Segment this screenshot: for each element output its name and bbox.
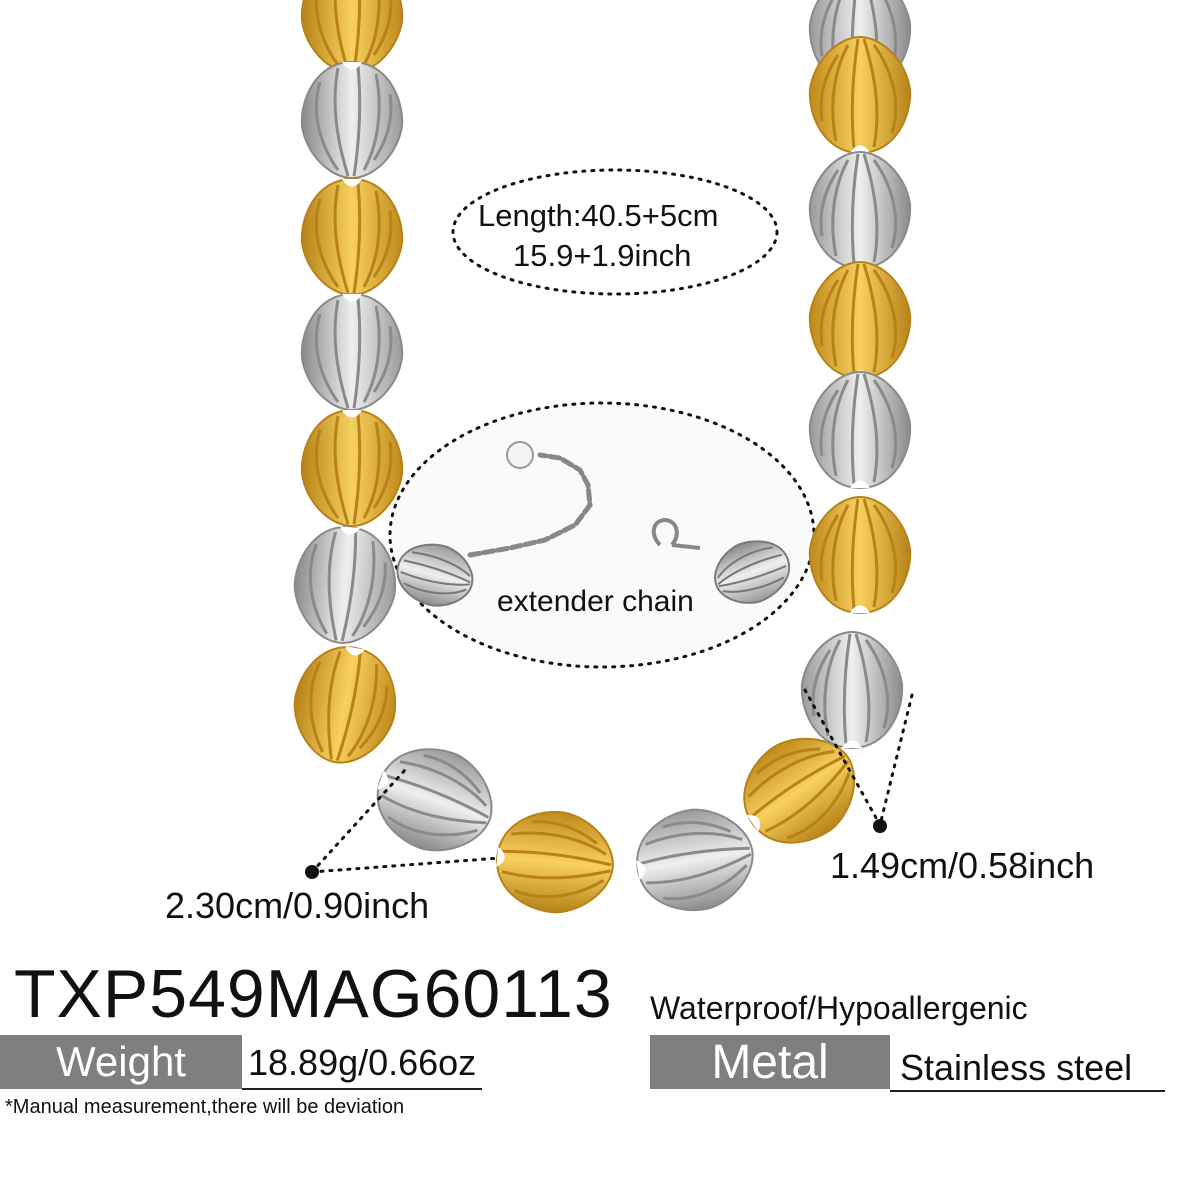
gold-link <box>743 737 856 844</box>
weight-underline <box>242 1088 482 1090</box>
width-dimension-marker <box>305 768 502 879</box>
gold-link <box>808 260 912 380</box>
extender-ellipse <box>388 401 816 669</box>
gold-link <box>496 810 614 914</box>
weight-label: Weight <box>0 1035 242 1089</box>
gold-link <box>808 495 912 615</box>
silver-link <box>636 808 754 912</box>
gold-link <box>300 408 404 528</box>
metal-label: Metal <box>650 1035 890 1089</box>
silver-link <box>800 630 904 750</box>
silver-link <box>376 748 493 852</box>
silver-link <box>300 60 404 180</box>
measurement-note: *Manual measurement,there will be deviat… <box>5 1096 405 1118</box>
necklace-chain <box>293 0 912 914</box>
gold-link <box>293 646 397 764</box>
metal-underline <box>890 1090 1165 1092</box>
silver-link <box>300 292 404 412</box>
link-length-label: 2.30cm/0.90inch <box>165 885 430 926</box>
silver-link <box>293 526 397 644</box>
extender-label: extender chain <box>497 585 694 618</box>
height-dimension-marker <box>803 688 914 833</box>
metal-value: Stainless steel <box>900 1047 1133 1088</box>
product-features: Waterproof/Hypoallergenic <box>650 990 1028 1026</box>
length-cm: Length:40.5+5cm <box>478 198 719 233</box>
product-sku: TXP549MAG60113 <box>14 956 613 1032</box>
weight-value: 18.89g/0.66oz <box>248 1042 477 1083</box>
gold-link <box>300 177 404 297</box>
gold-link <box>808 35 912 155</box>
length-ellipse <box>451 168 779 296</box>
length-inch: 15.9+1.9inch <box>513 238 692 273</box>
silver-link <box>808 150 912 270</box>
silver-link <box>808 370 912 490</box>
link-width-label: 1.49cm/0.58inch <box>830 845 1095 886</box>
extender-chain-image <box>396 441 791 607</box>
